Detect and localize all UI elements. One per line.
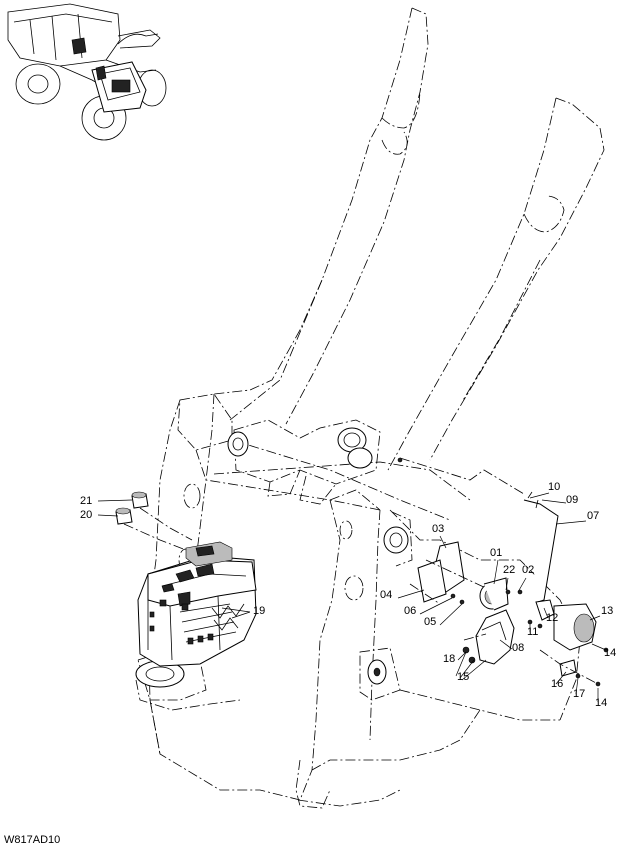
boom-arms xyxy=(213,7,605,471)
callout-14-lower: 14 xyxy=(595,697,607,709)
callout-01: 01 xyxy=(490,547,502,559)
callout-06: 06 xyxy=(404,605,416,617)
callout-03: 03 xyxy=(432,523,444,535)
callout-13: 13 xyxy=(601,605,613,617)
control-box-assembly xyxy=(115,491,257,667)
main-frame xyxy=(135,393,581,809)
callout-04: 04 xyxy=(380,589,392,601)
sensor-lever-assembly xyxy=(397,457,609,687)
callout-labels: 01 02 03 04 05 06 07 08 09 10 11 12 13 14 14 15 16 17 18 19… xyxy=(80,481,616,709)
machine-overview-inset xyxy=(7,3,167,141)
callout-21: 21 xyxy=(80,495,92,507)
callout-08: 08 xyxy=(512,642,524,654)
callout-09: 09 xyxy=(566,494,578,506)
callout-15: 15 xyxy=(457,671,469,683)
callout-19: 19 xyxy=(253,605,265,617)
callout-12: 12 xyxy=(546,612,558,624)
callout-17: 17 xyxy=(573,688,585,700)
callout-20: 20 xyxy=(80,509,92,521)
callout-18: 18 xyxy=(443,653,455,665)
grommet-21 xyxy=(131,491,149,509)
callout-22: 22 xyxy=(503,564,515,576)
callout-10: 10 xyxy=(548,481,560,493)
callout-02: 02 xyxy=(522,564,534,576)
grommet-20 xyxy=(115,507,133,525)
callout-16: 16 xyxy=(551,678,563,690)
callout-07: 07 xyxy=(587,510,599,522)
figure-code: W817AD10 xyxy=(4,834,61,846)
callout-05: 05 xyxy=(424,616,436,628)
callout-11: 11 xyxy=(527,626,538,638)
callout-14: 14 xyxy=(604,647,616,659)
leader-lines xyxy=(97,492,601,702)
